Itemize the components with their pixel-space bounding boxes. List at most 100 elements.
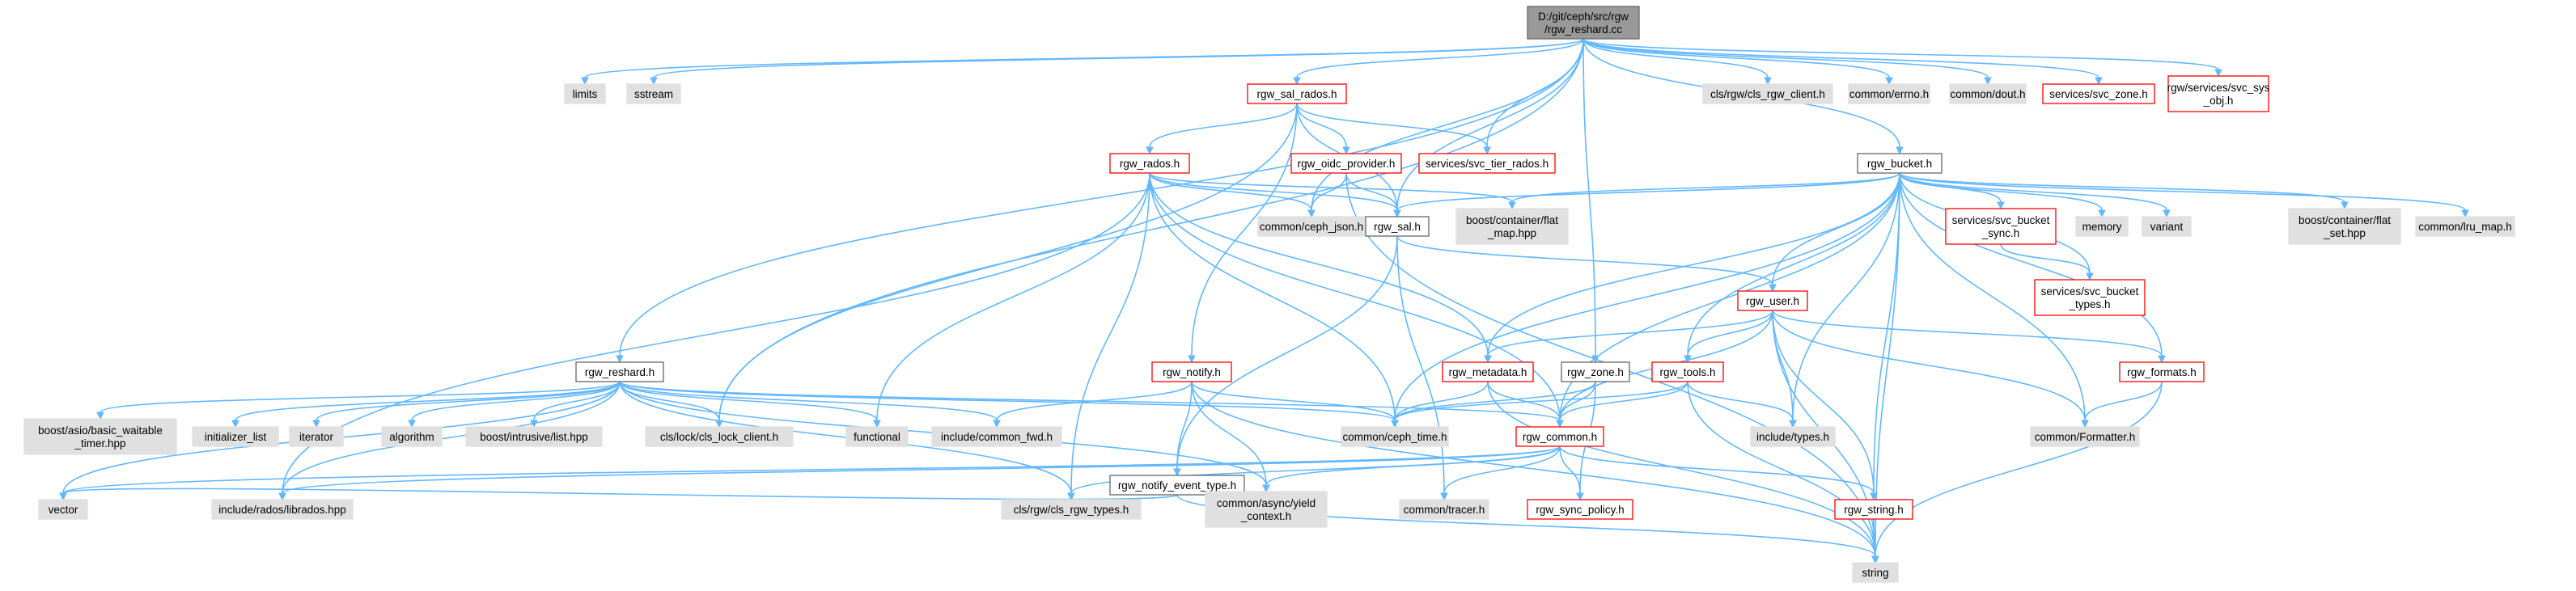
node-root[interactable]: D:/git/ceph/src/rgw/rgw_reshard.cc (1527, 6, 1640, 40)
node-ceph-json[interactable]: common/ceph_json.h (1257, 216, 1366, 237)
node-svc-zone[interactable]: services/svc_zone.h (2042, 83, 2155, 104)
node-box (1442, 361, 1534, 382)
edge-rgw_reshard_h-to-functional (619, 381, 878, 421)
edge-root-to-svc_sys_obj (1582, 38, 2219, 70)
edge-rgw_string-to-string (1873, 518, 1876, 557)
edge-rgw_rados-to-rgw_common (1149, 172, 1561, 421)
node-box (1399, 499, 1489, 520)
node-label: rgw/services/svc_sys (2167, 82, 2270, 94)
node-label: rgw_string.h (1844, 504, 1904, 516)
node-vector[interactable]: vector (38, 499, 88, 520)
node-label: boost/container/flat (2298, 214, 2391, 226)
node-svc-bucket-types[interactable]: services/svc_bucket_types.h (2034, 279, 2146, 316)
node-include-types[interactable]: include/types.h (1750, 426, 1836, 447)
edge-rgw_reshard_h-to-cls_rgw_types (619, 381, 1072, 494)
node-label: rgw_reshard.h (585, 366, 655, 378)
node-algorithm[interactable]: algorithm (381, 426, 443, 447)
node-box (1515, 426, 1604, 447)
node-label: services/svc_zone.h (2049, 88, 2148, 100)
edge-rgw_rados-to-ceph_json (1149, 172, 1312, 211)
node-label: /rgw_reshard.cc (1544, 23, 1622, 36)
edge-rgw_bucket-to-include_types (1792, 172, 1900, 421)
node-common-fwd[interactable]: include/common_fwd.h (931, 426, 1062, 447)
node-functional[interactable]: functional (845, 426, 909, 447)
node-variant[interactable]: variant (2142, 216, 2192, 237)
node-rgw-user[interactable]: rgw_user.h (1737, 290, 1808, 311)
node-initializer-list[interactable]: initializer_list (192, 426, 279, 447)
edge-rgw_rados-to-rgw_sal (1149, 172, 1398, 211)
node-label: D:/git/ceph/src/rgw (1538, 11, 1629, 23)
node-cls-lock-client[interactable]: cls/lock/cls_lock_client.h (645, 426, 794, 447)
node-rgw-zone[interactable]: rgw_zone.h (1561, 361, 1630, 382)
node-limits[interactable]: limits (564, 83, 606, 104)
node-rgw-metadata[interactable]: rgw_metadata.h (1442, 361, 1534, 382)
node-rgw-bucket[interactable]: rgw_bucket.h (1857, 153, 1943, 174)
node-errno[interactable]: common/errno.h (1848, 83, 1930, 104)
node-ceph-time[interactable]: common/ceph_time.h (1341, 426, 1449, 447)
node-box (1418, 153, 1556, 174)
edge-rgw_bucket-to-flat_map (1511, 172, 1900, 203)
edge-rgw_reshard_h-to-ceph_time (619, 381, 1396, 421)
node-box (645, 426, 794, 447)
edge-arrowhead-rgw_tools-to-rgw_common (1556, 420, 1564, 428)
node-librados[interactable]: include/rados/librados.hpp (211, 499, 354, 520)
node-rgw-oidc-provider[interactable]: rgw_oidc_provider.h (1290, 153, 1402, 174)
node-rgw-reshard-h[interactable]: rgw_reshard.h (575, 361, 664, 382)
node-svc-bucket-sync[interactable]: services/svc_bucket_sync.h (1945, 208, 2057, 245)
node-box (2030, 426, 2140, 447)
node-rgw-sal-rados[interactable]: rgw_sal_rados.h (1247, 83, 1347, 104)
node-box (1205, 491, 1328, 528)
node-box (1848, 83, 1930, 104)
node-tracer[interactable]: common/tracer.h (1399, 499, 1489, 520)
edge-root-to-rgw_sal_rados (1296, 38, 1584, 78)
node-box (2119, 361, 2205, 382)
edge-rgw_common-to-librados (282, 445, 1561, 494)
node-box (289, 426, 344, 447)
node-asio-timer[interactable]: boost/asio/basic_waitable_timer.hpp (23, 418, 177, 455)
node-box (2042, 83, 2155, 104)
node-flat-map[interactable]: boost/container/flat_map.hpp (1455, 208, 1569, 245)
node-yield-context[interactable]: common/async/yield_context.h (1205, 491, 1328, 528)
node-rgw-notify[interactable]: rgw_notify.h (1151, 361, 1232, 382)
node-intrusive-list[interactable]: boost/intrusive/list.hpp (465, 426, 603, 447)
node-iterator[interactable]: iterator (289, 426, 344, 447)
node-memory[interactable]: memory (2075, 216, 2129, 237)
node-box (1257, 216, 1366, 237)
node-cls-rgw-types[interactable]: cls/rgw/cls_rgw_types.h (1001, 499, 1142, 520)
node-label: functional (854, 431, 900, 443)
node-label: rgw_notify.h (1163, 366, 1221, 378)
node-rgw-common[interactable]: rgw_common.h (1515, 426, 1604, 447)
edge-rgw_zone-to-ceph_time (1394, 381, 1596, 421)
edge-rgw_bucket-to-variant (1899, 172, 2167, 211)
node-cls-rgw-client[interactable]: cls/rgw/cls_rgw_client.h (1702, 83, 1833, 104)
node-rgw-tools[interactable]: rgw_tools.h (1651, 361, 1724, 382)
edge-arrowhead-rgw_notify-to-rgw_notify_event_type (1173, 468, 1181, 477)
node-svc-sys-obj[interactable]: rgw/services/svc_sys_obj.h (2167, 75, 2270, 112)
edge-rgw_metadata-to-string (1487, 381, 1876, 557)
edge-rgw_bucket-to-rgw_metadata (1487, 172, 1900, 357)
node-lru-map[interactable]: common/lru_map.h (2415, 216, 2515, 237)
edge-arrowhead-rgw_common-to-rgw_string (1870, 492, 1878, 501)
node-svc-tier-rados[interactable]: services/svc_tier_rados.h (1418, 153, 1556, 174)
node-label: _map.hpp (1487, 227, 1536, 239)
node-box (1527, 6, 1640, 40)
node-string[interactable]: string (1852, 562, 1899, 583)
node-rgw-formats[interactable]: rgw_formats.h (2119, 361, 2205, 382)
node-rgw-notify-event-type[interactable]: rgw_notify_event_type.h (1109, 475, 1245, 496)
node-label: rgw_notify_event_type.h (1118, 479, 1236, 492)
node-label: rgw_zone.h (1567, 366, 1624, 378)
node-rgw-string[interactable]: rgw_string.h (1834, 499, 1913, 520)
edge-root-to-errno (1582, 38, 1890, 78)
node-rgw-rados[interactable]: rgw_rados.h (1109, 153, 1190, 174)
edge-rgw_common-to-rgw_sync_policy (1559, 445, 1581, 494)
node-rgw-sal[interactable]: rgw_sal.h (1365, 216, 1430, 237)
node-sstream[interactable]: sstream (626, 83, 681, 104)
edge-root-to-dout (1582, 38, 1989, 78)
node-dout[interactable]: common/dout.h (1949, 83, 2027, 104)
node-rgw-sync-policy[interactable]: rgw_sync_policy.h (1527, 499, 1633, 520)
node-flat-set[interactable]: boost/container/flat_set.hpp (2288, 208, 2401, 245)
edge-arrowhead-rgw_bucket-to-svc_bucket_sync (1997, 201, 2005, 210)
node-formatter[interactable]: common/Formatter.h (2030, 426, 2140, 447)
edge-arrowhead-root-to-sstream (650, 77, 658, 86)
